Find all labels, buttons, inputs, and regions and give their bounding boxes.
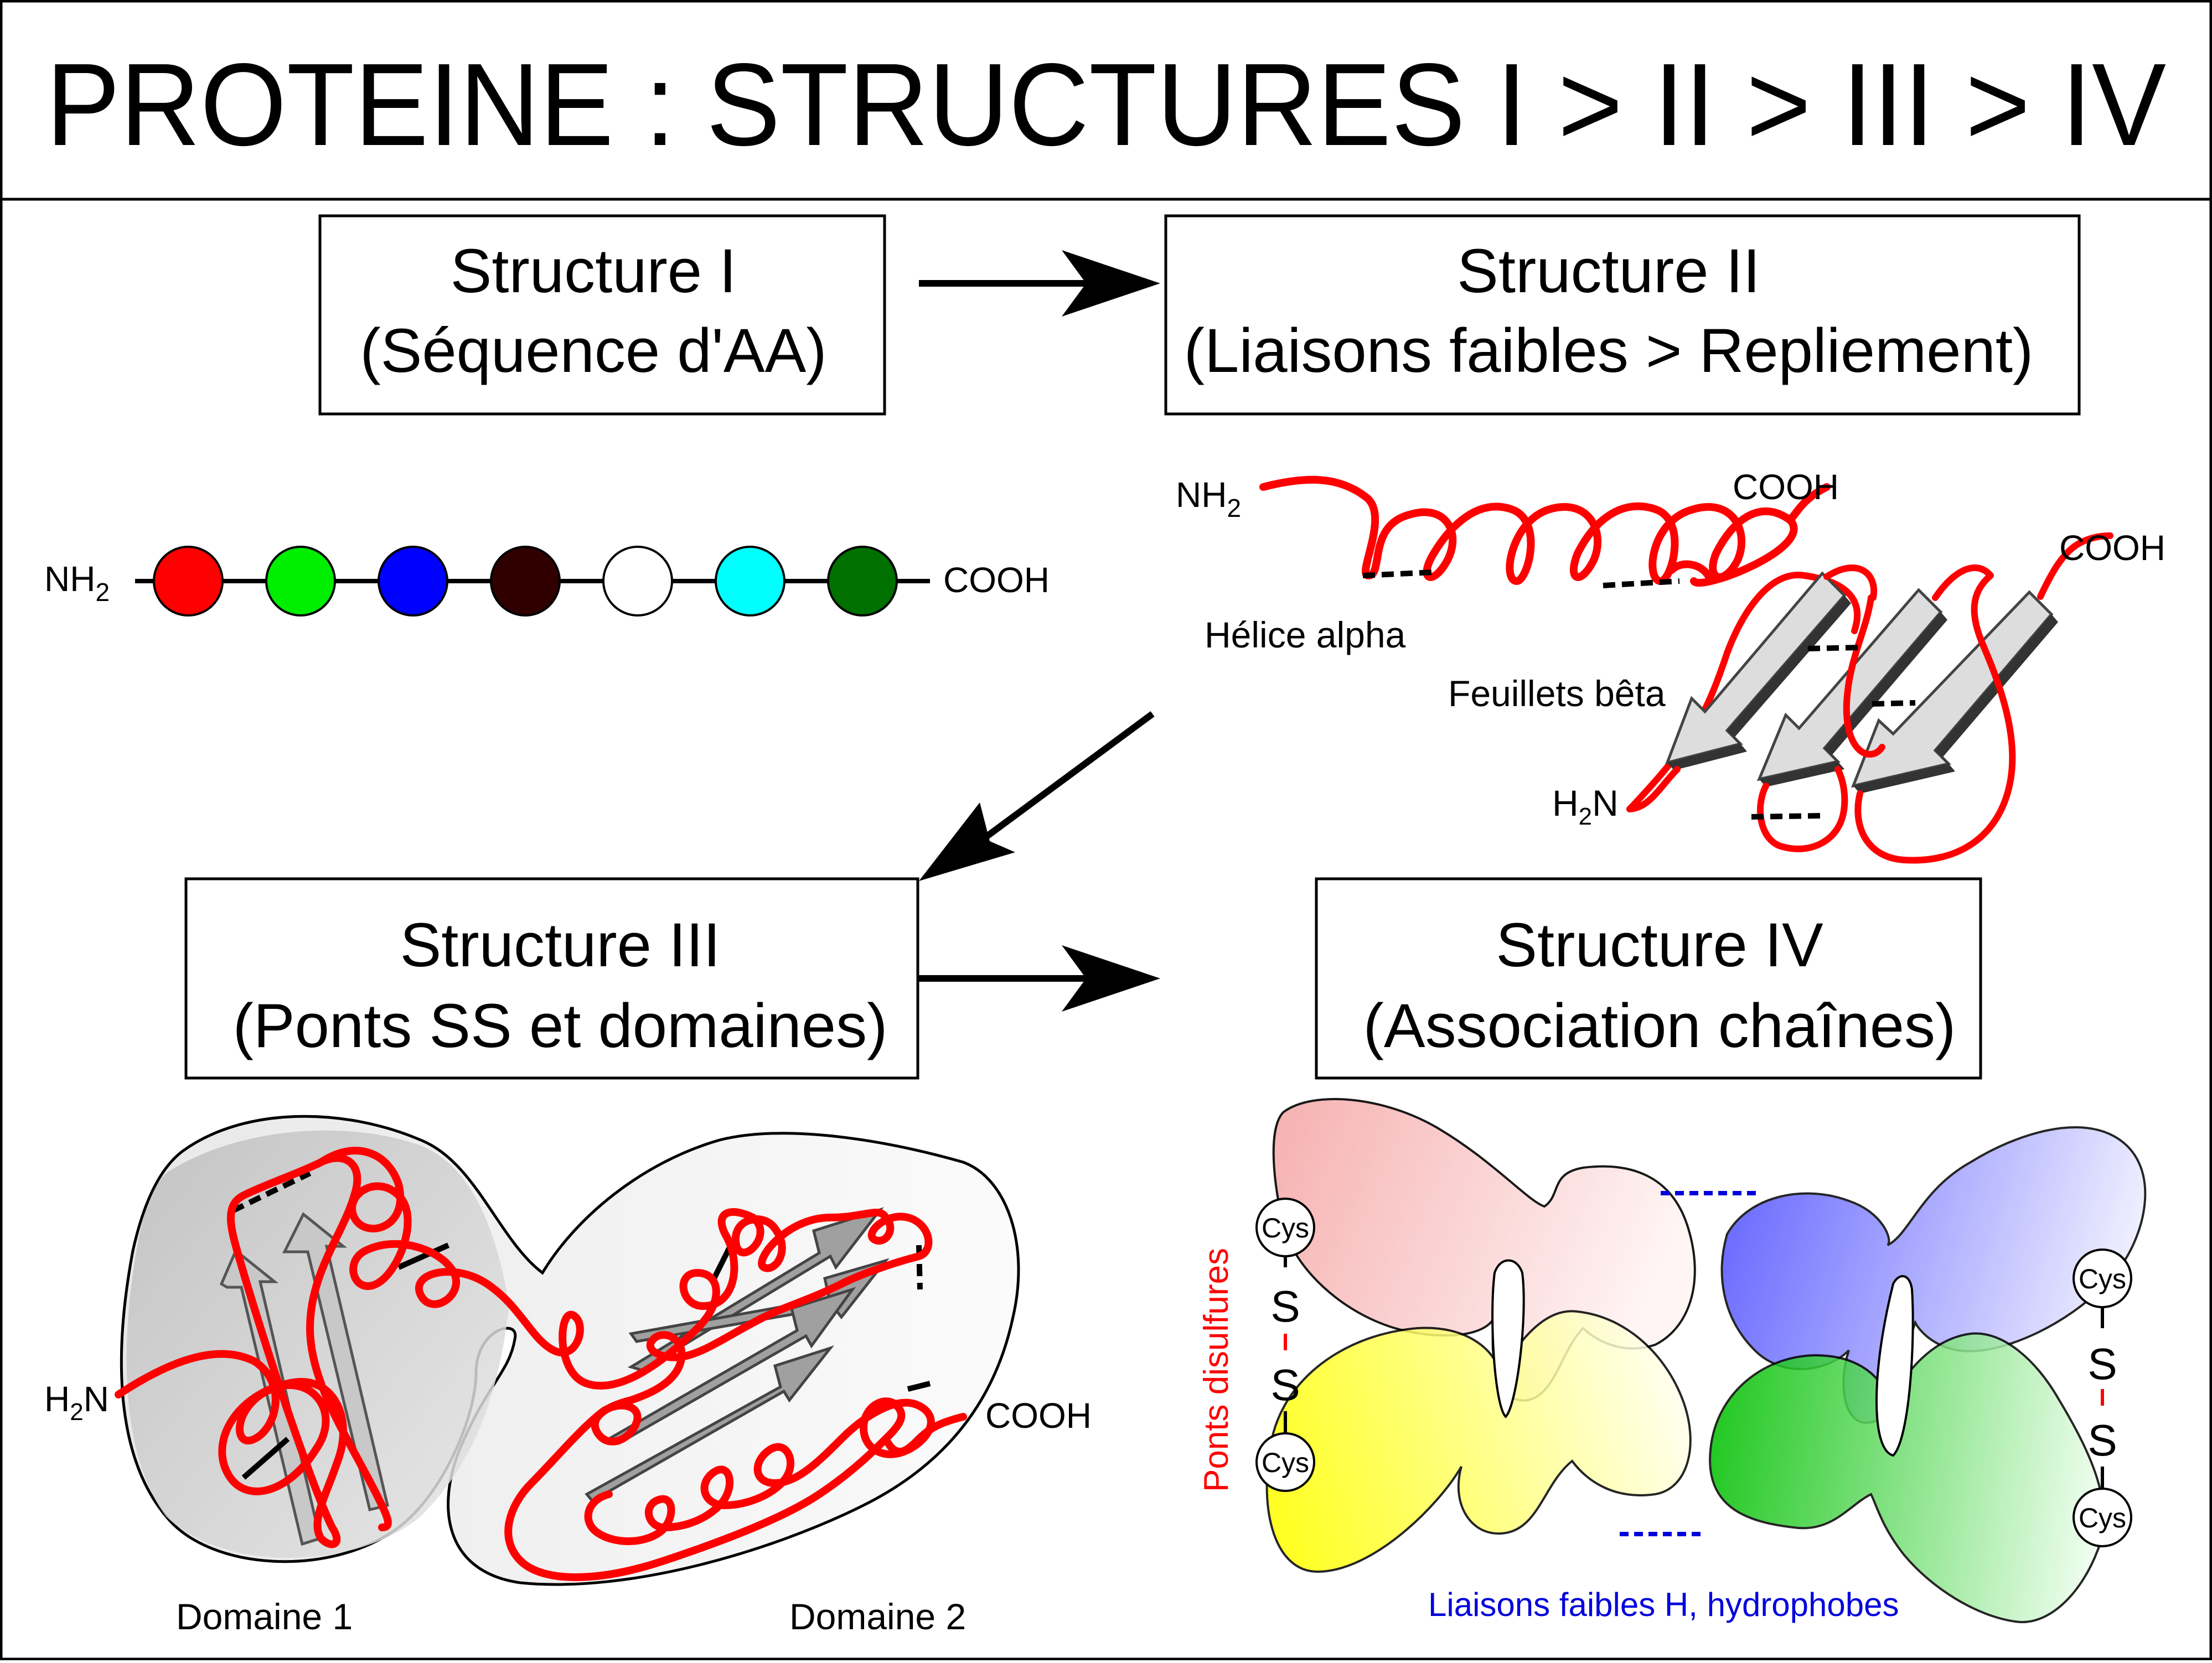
structure-2-title: Structure II <box>1457 236 1760 305</box>
s-left-1: S <box>1270 1282 1300 1331</box>
cys-circle-left-bottom <box>1255 1432 1315 1492</box>
helix-h-bond-1 <box>1362 569 1434 578</box>
cys-left-bottom: Cys <box>1262 1447 1309 1478</box>
arrow-s3-to-s4 <box>919 945 1160 1012</box>
sheet-loop-bottom-1 <box>1757 766 1848 852</box>
beta-sheet-label: Feuillets bêta <box>1448 673 1666 714</box>
s-right-1: S <box>2087 1339 2117 1389</box>
domain2-strand-3 <box>606 1287 856 1445</box>
structure-1-box: Structure I (Séquence d'AA) <box>318 214 886 416</box>
helix-label: Hélice alpha <box>1205 614 1406 655</box>
domain-2-label: Domaine 2 <box>789 1596 966 1637</box>
s-left-2: S <box>1270 1360 1300 1410</box>
cys-circle-left-top <box>1255 1198 1315 1257</box>
s-right-2: S <box>2087 1416 2117 1465</box>
helix-cooh-label: COOH <box>1733 467 1839 507</box>
cys-circle-right-top <box>2073 1248 2132 1308</box>
domain-1-label: Domaine 1 <box>176 1596 353 1637</box>
domain2-strand-4 <box>585 1345 835 1503</box>
cys-left-top: Cys <box>1262 1213 1309 1244</box>
blue-green-gap <box>1875 1275 1914 1457</box>
chain-nh2-label: NH2 <box>44 559 110 607</box>
structure-4-subtitle: (Association chaînes) <box>1363 991 1956 1060</box>
tertiary-h2n-label: H2N <box>44 1379 109 1426</box>
amino-acid-chain: NH2 COOH <box>44 546 1050 616</box>
disulfide-label: Ponts disulfures <box>1197 1248 1236 1492</box>
structure-3-box: Structure III (Ponts SS et domaines) <box>184 877 919 1080</box>
amino-acid-bead <box>265 546 336 616</box>
sheet-h2n-label: H2N <box>1552 783 1619 830</box>
sheet-nterm-tail <box>1626 766 1681 812</box>
structure-3-subtitle: (Ponts SS et domaines) <box>233 991 888 1060</box>
structure-3-title: Structure III <box>400 910 721 980</box>
sheet-loop-bottom-2 <box>1854 572 2016 864</box>
domain-2-chain <box>504 1209 967 1581</box>
cys-right-bottom: Cys <box>2079 1503 2126 1534</box>
subunit-yellow <box>1265 1310 1692 1573</box>
helix-h-bond-2 <box>1603 578 1680 588</box>
amino-acid-bead <box>715 546 785 616</box>
tertiary-structure: H2N COOH Domaine 1 Domaine 2 <box>44 1115 1092 1637</box>
structure-1-subtitle: (Séquence d'AA) <box>360 316 826 385</box>
domain1-strand-2 <box>282 1212 389 1512</box>
structure-4-box: Structure IV (Association chaînes) <box>1315 877 1982 1080</box>
cys-right-top: Cys <box>2079 1263 2126 1294</box>
quaternary-structure: Cys S S Cys Cys S S Cys Ponts disulfures… <box>1197 1098 2147 1624</box>
structure-4-title: Structure IV <box>1496 910 1823 980</box>
disulfide-right: Cys S S Cys <box>2073 1248 2132 1547</box>
beta-strand-arrow-3 <box>1851 590 2058 794</box>
amino-acid-bead <box>490 546 561 616</box>
structure-1-title: Structure I <box>451 236 737 305</box>
arrow-s1-to-s2 <box>919 250 1160 317</box>
sheet-loop-middle <box>1843 594 1885 758</box>
sheet-cooh-label: COOH <box>2059 528 2166 568</box>
sheet-cterm-tail <box>2037 532 2113 600</box>
structure-2-subtitle: (Liaisons faibles > Repliement) <box>1184 316 2034 385</box>
domain-1-chain <box>115 1147 757 1548</box>
alpha-helix: NH2 <box>1176 467 1839 655</box>
pink-yellow-gap <box>1491 1259 1525 1418</box>
tertiary-cooh-label: COOH <box>985 1396 1092 1436</box>
amino-acid-bead <box>827 546 898 616</box>
page-title: PROTEINE : STRUCTURES I > II > III > IV <box>46 39 2166 170</box>
disulfide-left: Cys S S Cys <box>1255 1198 1315 1492</box>
structure-2-box: Structure II (Liaisons faibles > Repliem… <box>1164 214 2081 416</box>
chain-cooh-label: COOH <box>943 560 1050 600</box>
amino-acid-beads <box>153 546 898 616</box>
beta-sheets: Feuillets bêta H2N COOH <box>1448 528 2166 864</box>
beta-strand-arrow-1 <box>1665 571 1851 770</box>
amino-acid-bead <box>378 546 448 616</box>
amino-acid-bead <box>153 546 224 616</box>
helix-chain <box>1259 475 1798 587</box>
cys-circle-right-bottom <box>2073 1488 2132 1547</box>
helix-nh2-label: NH2 <box>1176 475 1241 522</box>
arrow-s2-to-s3 <box>919 711 1155 881</box>
weak-bonds-label: Liaisons faibles H, hydrophobes <box>1428 1586 1899 1623</box>
amino-acid-bead <box>602 546 673 616</box>
